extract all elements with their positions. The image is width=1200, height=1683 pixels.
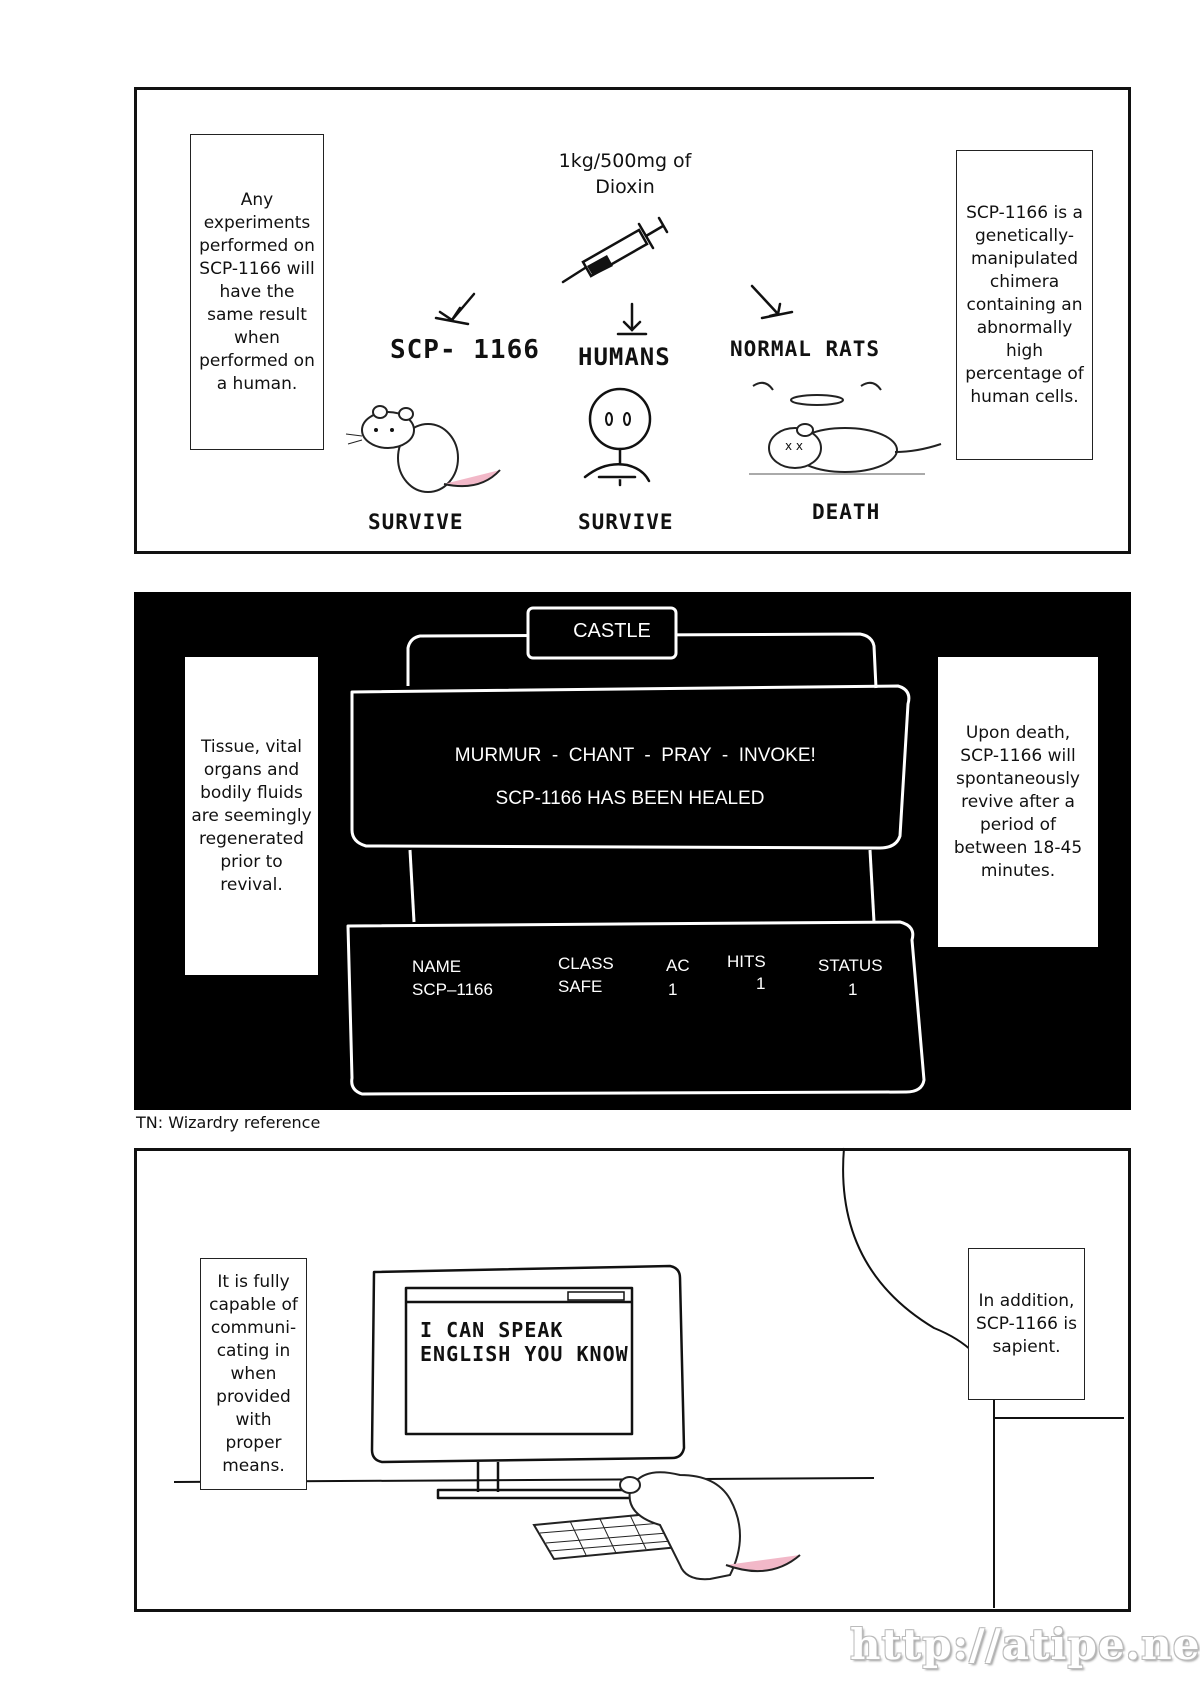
dose-label: 1kg/500mg of Dioxin: [558, 150, 692, 198]
translator-note: TN: Wizardry reference: [136, 1113, 321, 1132]
note-experiments: Any experiments performed on SCP-1166 wi…: [190, 134, 324, 450]
note-communication: It is fully capable of communi-cating in…: [200, 1258, 307, 1490]
game-window-frame: [346, 606, 926, 1096]
table-header-name: NAME: [412, 957, 462, 976]
screen-message: I CAN SPEAK ENGLISH YOU KNOW: [420, 1318, 629, 1366]
table-header-ac: AC: [666, 956, 690, 975]
note-sapient: In addition, SCP-1166 is sapient.: [968, 1248, 1085, 1400]
table-cell-ac: 1: [668, 980, 678, 999]
result-scp: SURVIVE: [368, 510, 464, 534]
note-revival: Upon death, SCP-1166 will spontaneously …: [938, 657, 1098, 947]
note-regeneration: Tissue, vital organs and bodily fluids a…: [185, 657, 318, 975]
note-revival-text: Upon death, SCP-1166 will spontaneously …: [953, 722, 1083, 881]
subject-label-scp: SCP- 1166: [390, 335, 540, 365]
note-chimera: SCP-1166 is a genetically-manipulated ch…: [956, 150, 1093, 460]
table-cell-class: SAFE: [558, 977, 603, 996]
note-sapient-text: In addition, SCP-1166 is sapient.: [976, 1290, 1077, 1357]
table-header-class: CLASS: [558, 954, 614, 973]
table-cell-hits: 1: [756, 974, 766, 993]
subject-label-rats: NORMAL RATS: [730, 337, 881, 361]
subject-label-humans: HUMANS: [578, 343, 671, 371]
result-rats: DEATH: [812, 500, 881, 524]
rat-standing-icon: [345, 405, 501, 493]
table-header-hits: HITS: [727, 952, 766, 971]
result-humans: SURVIVE: [578, 510, 674, 534]
arrow-icon-scp: [434, 292, 476, 326]
site-watermark: http://atipe.net/: [850, 1620, 1200, 1669]
note-regeneration-text: Tissue, vital organs and bodily fluids a…: [191, 736, 312, 895]
table-cell-status: 1: [848, 980, 858, 999]
human-figure-icon: [583, 387, 652, 487]
rat-typing-icon: [532, 1471, 801, 1581]
table-cell-name: SCP–1166: [412, 980, 493, 999]
svg-text:x x: x x: [785, 439, 803, 453]
rat-dead-icon: x x: [749, 381, 942, 475]
note-communication-text: It is fully capable of communi-cating in…: [209, 1271, 298, 1476]
note-chimera-text: SCP-1166 is a genetically-manipulated ch…: [965, 202, 1084, 407]
note-experiments-text: Any experiments performed on SCP-1166 wi…: [199, 189, 315, 394]
arrow-icon-humans: [616, 302, 648, 336]
table-header-status: STATUS: [818, 956, 883, 975]
arrow-icon-rats: [750, 284, 794, 320]
spell-chant-text: MURMUR - CHANT - PRAY - INVOKE!: [454, 745, 816, 766]
heal-message: SCP-1166 HAS BEEN HEALED: [495, 788, 765, 809]
location-label: CASTLE: [573, 620, 651, 642]
syringe-icon: [561, 216, 669, 284]
computer-monitor-icon: [370, 1264, 686, 1500]
